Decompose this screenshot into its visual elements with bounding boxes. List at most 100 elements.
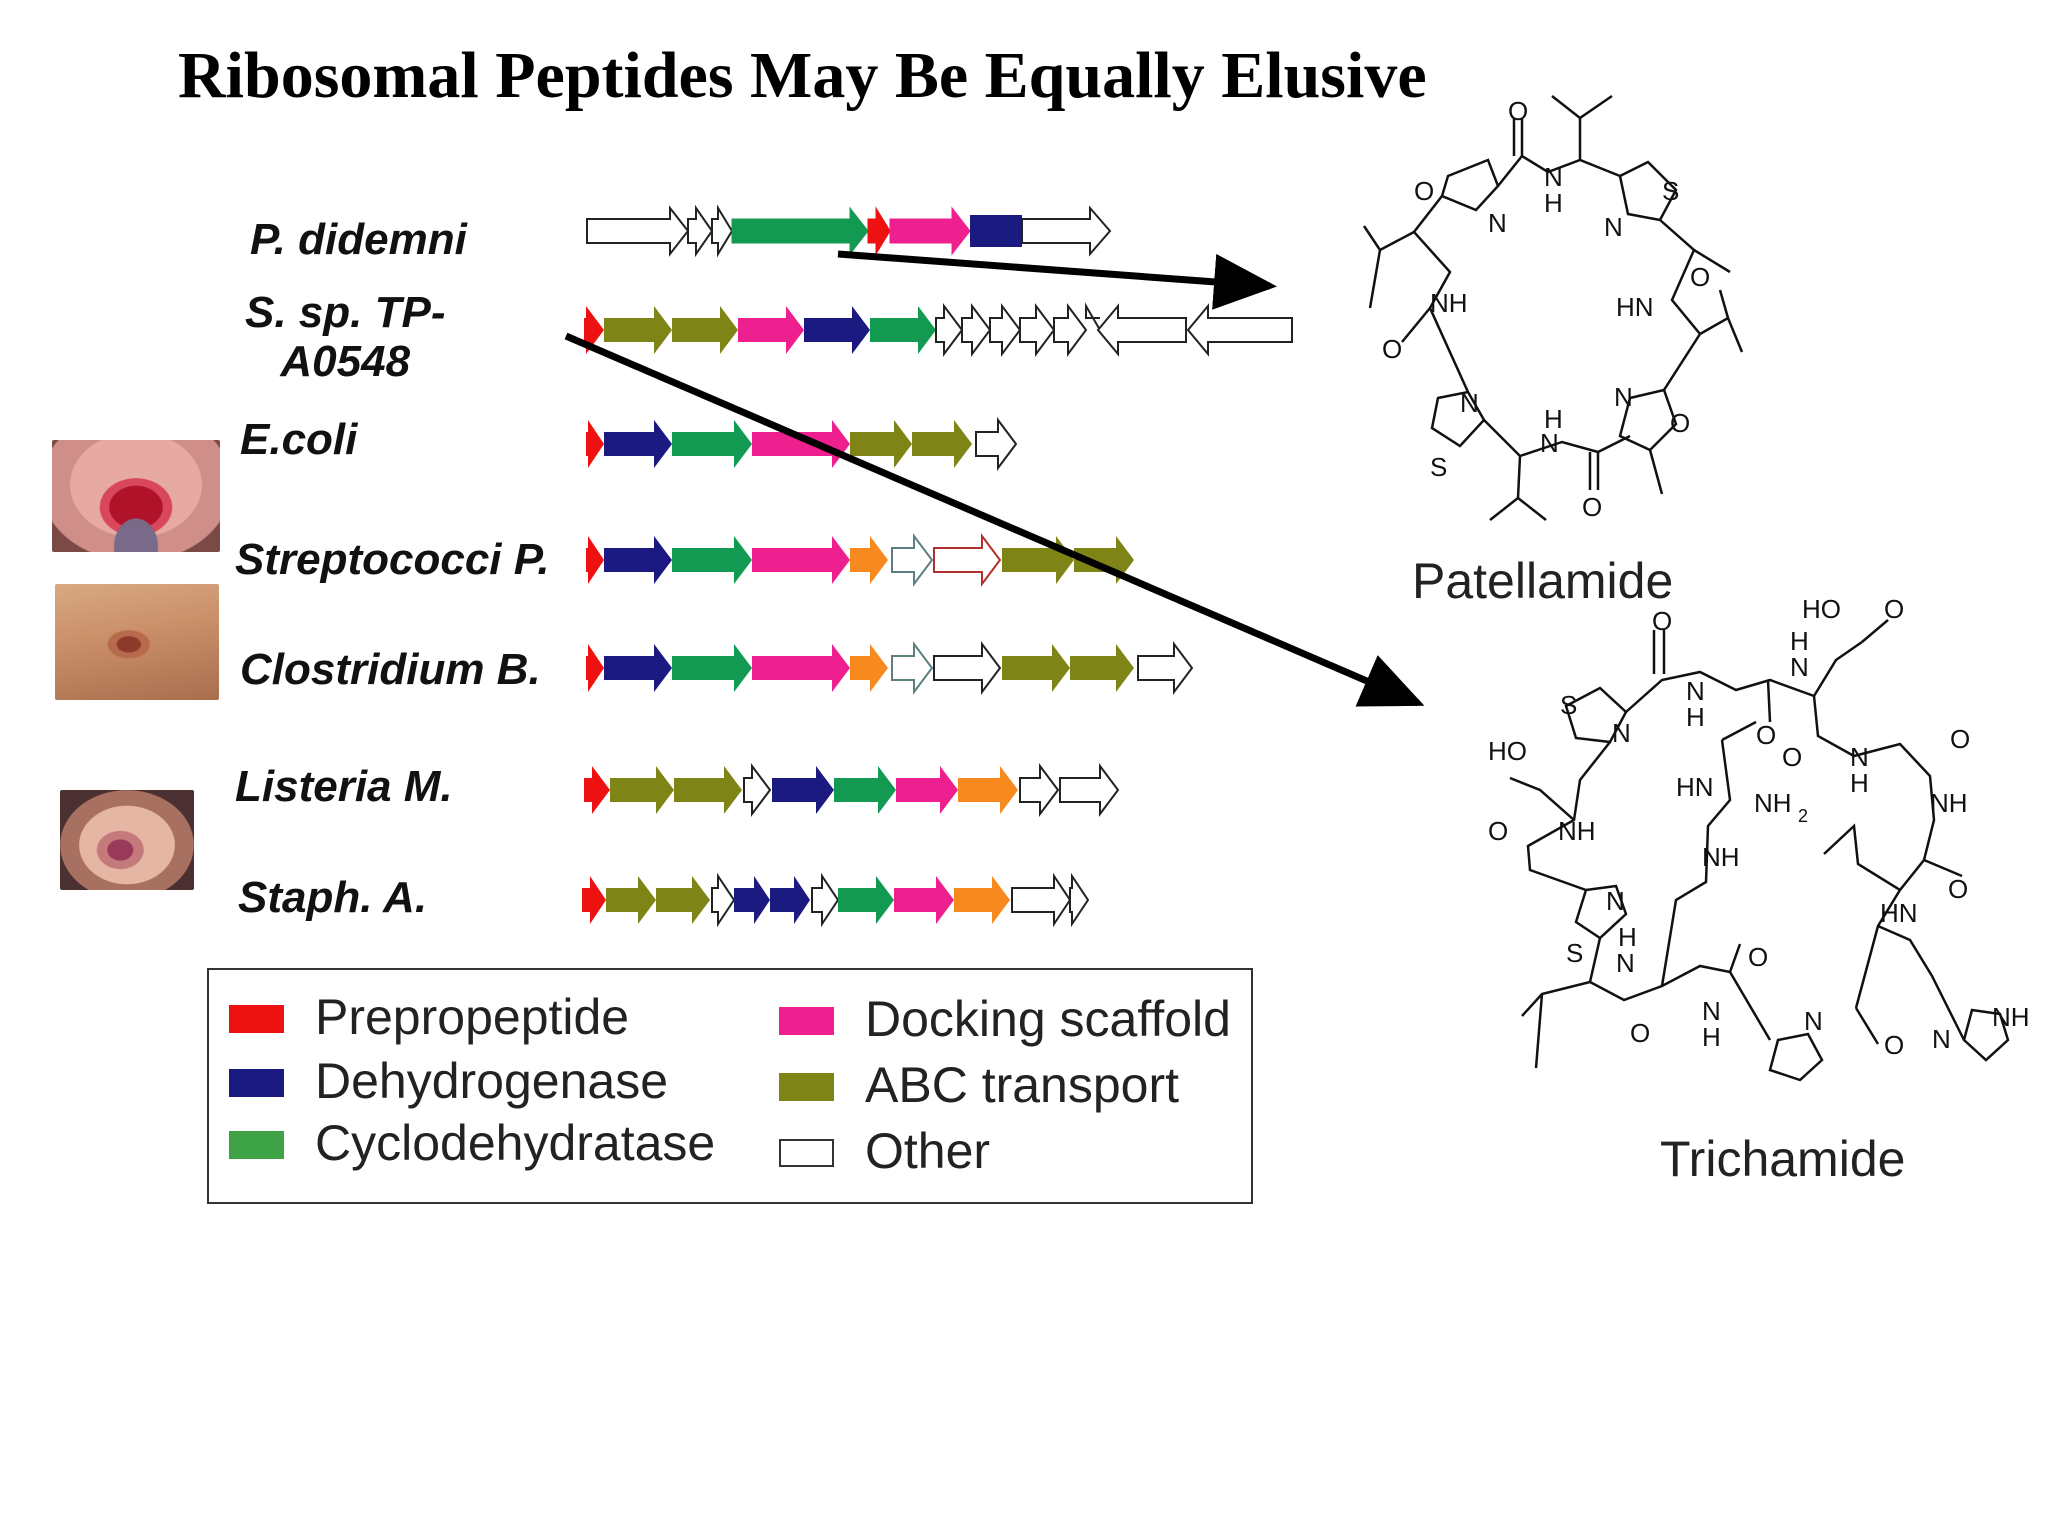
gene-orange [958, 766, 1018, 814]
atom-label: O [1630, 1018, 1650, 1048]
atom-label: H [1790, 626, 1809, 656]
gene-other [687, 204, 714, 258]
patellamide-structure [1362, 94, 1744, 521]
atom-label: N [1488, 208, 1507, 238]
cluster-row-streptococci [586, 533, 1134, 587]
gene-other [743, 763, 772, 817]
legend-swatch [229, 1069, 284, 1097]
atom-label: N [1790, 652, 1809, 682]
atom-label: N [1540, 428, 1559, 458]
gene-docking [752, 536, 850, 584]
gene-prepropeptide [586, 644, 604, 692]
patellamide-label: Patellamide [1412, 553, 1674, 609]
gene-cyclodehydratase [834, 766, 896, 814]
gene-cyclodehydratase [838, 876, 894, 924]
gene-prepropeptide [584, 306, 604, 354]
gene-docking [752, 644, 850, 692]
gene-dehydrogenase [604, 644, 672, 692]
gene-other [711, 872, 736, 928]
gene-cyclodehydratase [672, 644, 752, 692]
trichamide-structure [1509, 619, 2010, 1082]
atom-label: N [1614, 382, 1633, 412]
atom-label: H [1686, 702, 1705, 732]
legend-label: Dehydrogenase [315, 1053, 669, 1109]
atom-label: O [1884, 1030, 1904, 1060]
atom-label: NH [1558, 816, 1596, 846]
gene-dehydrogenase [770, 876, 810, 924]
gene-dehydrogenase [604, 536, 672, 584]
legend-label: Prepropeptide [315, 989, 630, 1045]
atom-label: N [1604, 212, 1623, 242]
atom-label: NH [1992, 1002, 2030, 1032]
atom-label: O [1488, 816, 1508, 846]
gene-prepropeptide [586, 536, 604, 584]
atom-label: N [1544, 162, 1563, 192]
organism-label-e-coli: E.coli [240, 415, 358, 464]
gene-other [1021, 205, 1112, 257]
gene-other [891, 641, 934, 695]
atom-label: HN [1616, 292, 1654, 322]
gene-orange [850, 536, 888, 584]
gene-abc [912, 420, 972, 468]
atom-label: H [1544, 188, 1563, 218]
gene-docking [896, 766, 958, 814]
gene-other [975, 417, 1018, 471]
legend-label: ABC transport [865, 1057, 1180, 1113]
gene-other [1053, 303, 1088, 357]
atom-label: HO [1802, 594, 1841, 624]
legend-label: Other [865, 1123, 991, 1179]
arrow-to-trichamide [564, 332, 1425, 707]
gene-other [1011, 872, 1072, 928]
atom-label: O [1756, 720, 1776, 750]
gene-dehydrogenase [804, 306, 870, 354]
throat-infection-photo [52, 440, 220, 552]
atom-label: N [1460, 388, 1479, 418]
atom-label: N [1612, 718, 1631, 748]
atom-label: N [1804, 1006, 1823, 1036]
gene-prepropeptide [584, 766, 610, 814]
gene-orange [954, 876, 1010, 924]
gene-abc [1002, 644, 1070, 692]
gene-abc [1070, 644, 1134, 692]
atom-label: O [1948, 874, 1968, 904]
organism-label-streptococci: Streptococci P. [235, 535, 550, 584]
atom-label: N [1850, 742, 1869, 772]
gene-abc [610, 766, 674, 814]
gene-other [811, 872, 840, 928]
atom-label: 2 [1798, 806, 1808, 826]
gene-other [933, 533, 1002, 587]
gene-docking [752, 420, 850, 468]
gene-other [586, 205, 690, 257]
atom-label: S [1566, 938, 1583, 968]
gene-abc [604, 306, 672, 354]
gene-dehydrogenase [772, 766, 834, 814]
atom-label: HN [1676, 772, 1714, 802]
atom-label: H [1544, 404, 1563, 434]
wound-photo [60, 790, 194, 890]
gene-other [891, 533, 934, 587]
atom-label: H [1702, 1022, 1721, 1052]
organism-label-p-didemni: P. didemni [250, 215, 467, 264]
atom-label: NH [1930, 788, 1968, 818]
atom-label: O [1382, 334, 1402, 364]
gene-other [1186, 303, 1293, 357]
gene-other [1019, 303, 1056, 357]
atom-label: S [1560, 690, 1577, 720]
gene-docking [738, 306, 804, 354]
atom-label: H [1618, 922, 1637, 952]
atom-label: O [1670, 408, 1690, 438]
organism-label-clostridium: Clostridium B. [240, 645, 541, 694]
cluster-row-e-coli [586, 417, 1018, 471]
gene-other [711, 204, 734, 258]
legend-label: Cyclodehydratase [315, 1115, 716, 1171]
atom-label: HO [1488, 736, 1527, 766]
gene-prepropeptide [582, 876, 606, 924]
atom-label: N [1616, 948, 1635, 978]
atom-label: NH [1430, 288, 1468, 318]
organism-label-s-sp: S. sp. TP- A0548 [245, 288, 446, 387]
atom-label: N [1686, 676, 1705, 706]
gene-other [961, 303, 992, 357]
gene-abc [1002, 536, 1074, 584]
atom-label: O [1884, 594, 1904, 624]
